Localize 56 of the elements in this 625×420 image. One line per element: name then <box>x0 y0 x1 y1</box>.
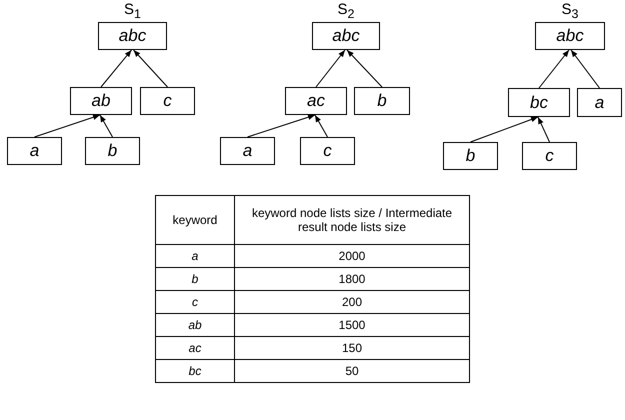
table-cell-text: ac <box>188 341 202 355</box>
node-label: bc <box>530 92 548 112</box>
node-label: c <box>163 91 172 111</box>
table-cell-text: a <box>192 249 198 263</box>
node-label: abc <box>332 26 360 46</box>
node-label: b <box>466 146 476 166</box>
tree-node-box <box>85 137 140 165</box>
table-cell-text: bc <box>188 364 202 378</box>
tree-node-box <box>7 137 62 165</box>
node-label: ac <box>307 91 325 111</box>
table-cell-text: 2000 <box>338 249 366 263</box>
table-cell-text: 200 <box>342 295 362 309</box>
arrow <box>538 50 570 88</box>
node-label: abc <box>556 26 584 46</box>
tree-heading: S$_{2}$ <box>338 1 354 21</box>
arrow <box>570 50 600 88</box>
column-header: keyword <box>172 213 218 227</box>
table-cell-text: ab <box>188 318 202 332</box>
tree-node-box <box>285 87 347 115</box>
arrow <box>100 114 113 138</box>
node-label: a <box>242 141 252 161</box>
table-cell-text: c <box>192 295 198 309</box>
tree-node-box <box>220 137 275 165</box>
arrow <box>316 50 346 88</box>
table-cell-text: 1800 <box>338 272 366 286</box>
column-header: keyword node lists size / Intermediate result node lists size <box>252 206 452 234</box>
tree-node-box <box>354 87 410 115</box>
node-label: c <box>323 141 332 161</box>
table-cell-text: 50 <box>345 364 359 378</box>
tree-node-box <box>522 142 577 170</box>
tree-heading: S$_{3}$ <box>562 1 578 21</box>
node-label: c <box>545 146 554 166</box>
node-label: ab <box>92 91 110 111</box>
node-label: a <box>594 92 604 112</box>
node-label: b <box>108 141 118 161</box>
tree-node-box <box>443 142 498 170</box>
arrow <box>100 50 132 88</box>
node-label: abc <box>118 26 146 46</box>
arrow <box>247 114 316 138</box>
node-label: b <box>377 91 387 111</box>
node-label: a <box>30 141 40 161</box>
tree-node-box <box>300 137 355 165</box>
arrow <box>133 50 168 88</box>
tree-node-box <box>140 87 195 115</box>
tree-node-box <box>508 88 570 117</box>
table-cell-text: 1500 <box>338 318 366 332</box>
arrow <box>538 116 550 142</box>
table-cell-text: b <box>192 272 198 286</box>
tree-node-box <box>70 87 132 115</box>
arrow <box>314 114 328 138</box>
tree-node-box <box>577 88 622 117</box>
arrow <box>470 116 538 142</box>
tree-heading: S$_{1}$ <box>124 1 141 21</box>
table-cell-text: 150 <box>342 341 362 355</box>
arrow <box>34 114 100 138</box>
arrow <box>346 50 382 88</box>
